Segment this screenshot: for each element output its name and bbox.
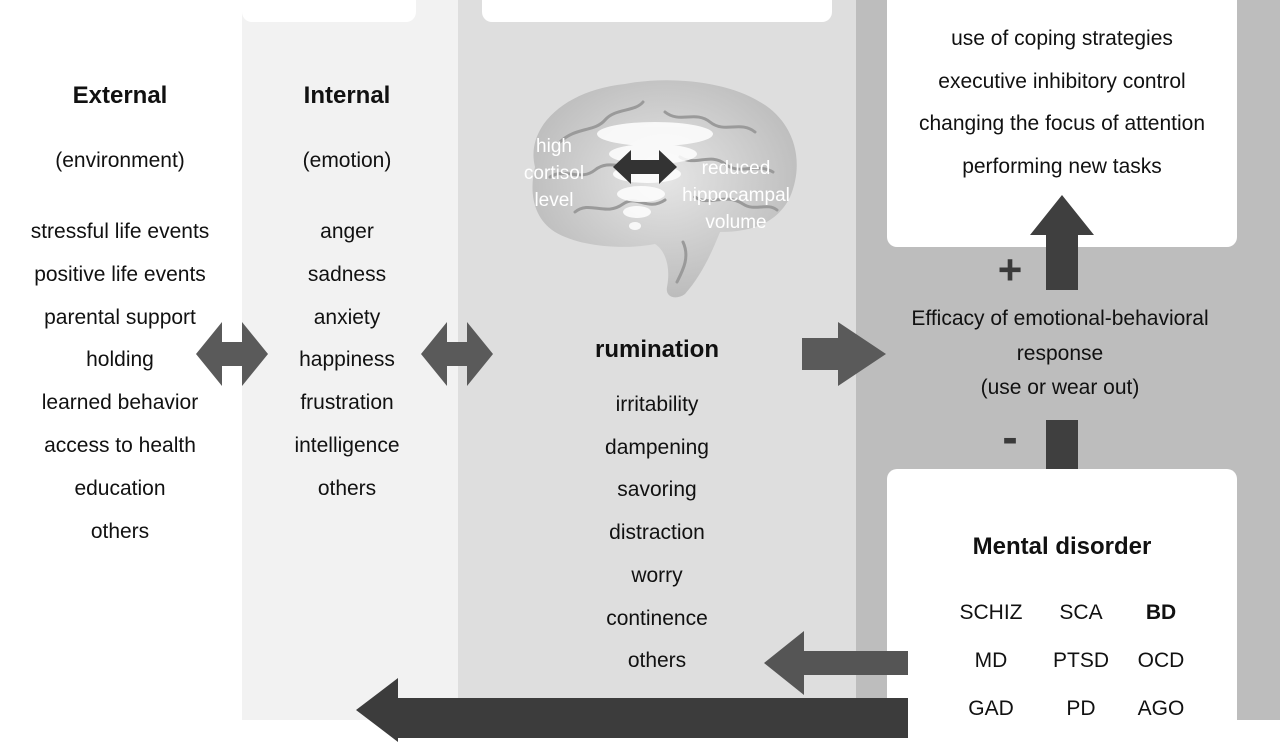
list-item: use of coping strategies [951,27,1173,50]
list-item: access to health [44,433,196,457]
rumination-list: irritability dampening savoring distract… [557,384,757,683]
list-item: dampening [605,435,709,459]
list-item: irritability [615,393,699,416]
list-item: positive life events [34,262,206,286]
brain-right-label: reduced hippocampal volume [682,158,790,233]
list-item: intelligence [294,433,400,457]
efficacy-text: Efficacy of emotional-behavioral respons… [911,307,1209,399]
arrow-up-icon [1030,195,1094,290]
list-item: sadness [307,262,387,286]
list-item: anxiety [313,305,381,329]
external-title: External [72,82,168,109]
internal-list: anger sadness anxiety happiness frustrat… [242,211,452,511]
list-item: others [90,519,150,543]
double-arrow-icon [196,322,268,386]
list-item: learned behavior [41,391,199,415]
double-arrow-icon [421,322,493,386]
top-box-left [242,0,416,22]
list-item: worry [631,563,683,587]
external-subtitle: (environment) [55,149,185,172]
internal-column-bg [242,0,458,720]
disorder-code: BD [1145,601,1177,624]
coping-list: use of coping strategies executive inhib… [887,18,1237,189]
top-box-middle [482,0,832,22]
list-item: executive inhibitory control [938,69,1186,93]
list-item: anger [320,220,374,243]
mental-disorder-box [887,469,1237,739]
list-item: continence [606,606,708,630]
disorder-code: AGO [1137,697,1185,720]
minus-sign: - [1002,411,1018,463]
disorder-code: MD [974,649,1008,672]
brain-left-label: high cortisol level [523,136,585,211]
internal-subtitle: (emotion) [302,149,392,172]
list-item: education [74,476,166,500]
list-item: holding [86,348,154,372]
list-item: parental support [44,305,196,329]
list-item: savoring [617,478,697,502]
brain-icon [532,80,797,298]
list-item: performing new tasks [962,155,1162,179]
external-list: stressful life events positive life even… [0,211,240,553]
rumination-title: rumination [595,336,719,363]
disorder-code: SCA [1059,601,1103,624]
plus-sign: + [997,246,1023,293]
list-item: others [317,476,377,500]
list-item: others [627,649,687,673]
list-item: changing the focus of attention [918,112,1206,136]
disorder-code: PTSD [1052,649,1109,672]
disorder-code: OCD [1137,649,1185,672]
list-item: happiness [299,348,395,372]
list-item: distraction [609,521,705,545]
disorder-code: GAD [968,697,1014,720]
arrow-left-icon [764,631,908,695]
arrow-left-long-icon [356,678,908,742]
list-item: frustration [300,391,394,415]
list-item: stressful life events [30,220,210,243]
disorder-code: PD [1066,697,1096,720]
internal-title: Internal [303,82,391,109]
mental-disorder-title: Mental disorder [972,533,1152,560]
disorder-code: SCHIZ [959,601,1023,624]
arrow-right-icon [802,322,886,386]
